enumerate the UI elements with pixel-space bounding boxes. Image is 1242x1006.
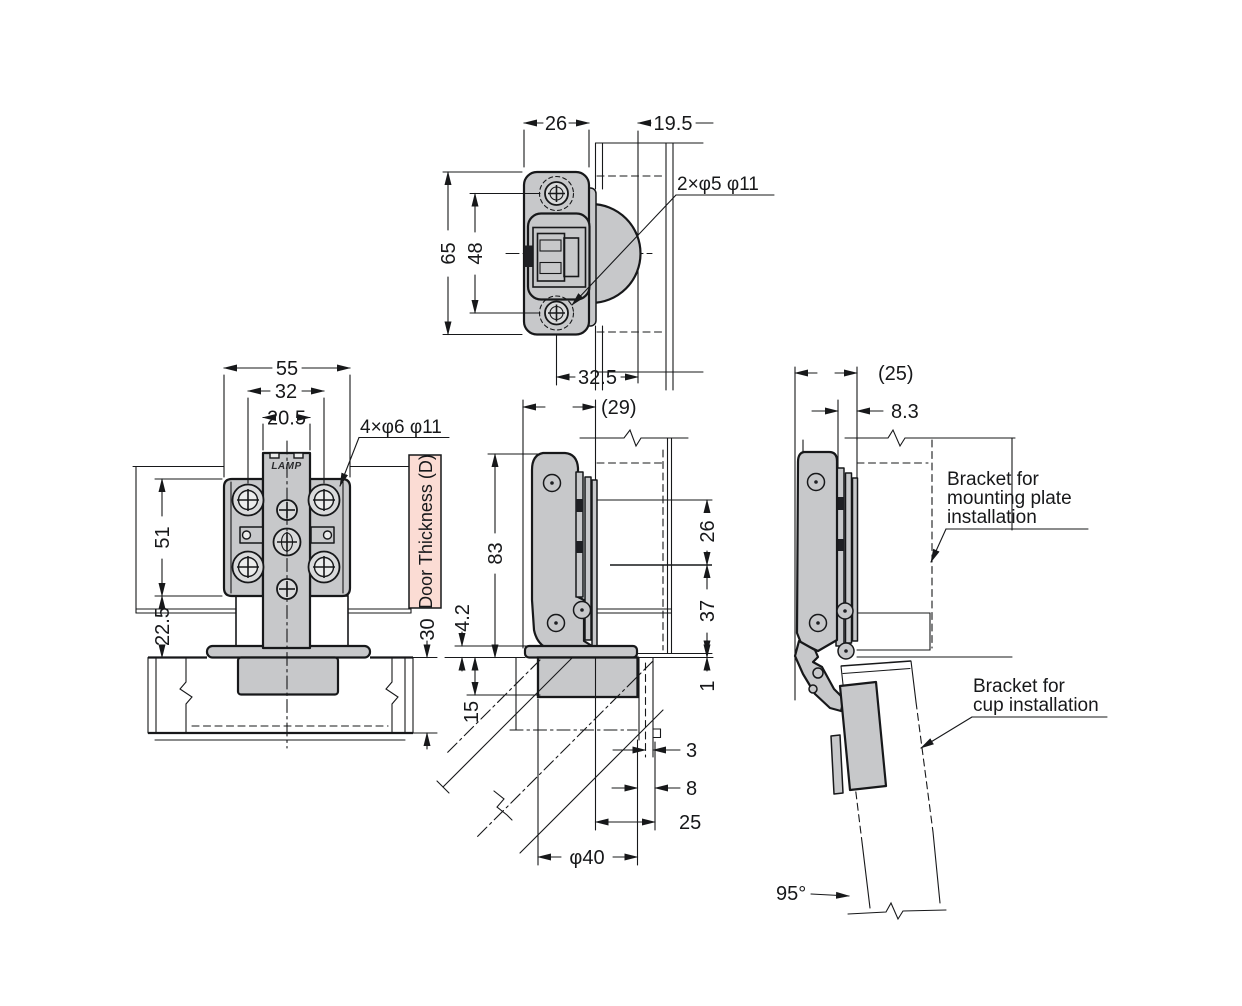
cup-flange-open [830,734,844,795]
dim-side-1: 1 [697,639,719,692]
svg-text:cup installation: cup installation [973,695,1099,716]
side-screws [542,473,592,633]
dim-side-3: 3 [612,740,697,762]
dim-front-22-5: 22.5 [152,595,174,659]
dim-label: 32.5 [578,367,617,389]
dim-side-4-2: 4.2 [452,604,528,672]
svg-text:20.5: 20.5 [267,408,306,430]
dim-open-25: (25) [794,363,914,385]
dim-front-32: 32 [247,381,325,484]
open-cabinet-panel [844,428,1016,658]
plan-screw-bottom [538,295,575,331]
break-mark [847,901,947,921]
dim-front-55: 55 [223,358,351,478]
hole-note-label: 2×φ5 φ11 [677,174,759,195]
dim-side-25: 25 [594,812,701,834]
dim-plan-32-5: 32.5 [555,367,639,389]
svg-text:55: 55 [276,358,298,380]
dim-open-angle: 95° [776,883,850,905]
dim-plan-65: 65 [438,171,523,336]
svg-text:25: 25 [679,812,701,834]
side-cabinet-panel [579,399,713,655]
dim-side-83: 83 [485,453,507,659]
dim-side-29: (29) [487,397,637,649]
cup-open [838,680,888,792]
dim-open-8-3: 8.3 [811,399,919,469]
break-mark [493,790,513,821]
cup-flange-side [523,644,639,659]
svg-text:(25): (25) [878,363,914,385]
plan-view: 26 19.5 65 48 32.5 [438,113,775,391]
open-screws [806,472,855,694]
dim-front-30: 30 [412,618,439,750]
dim-label: 26 [545,113,567,135]
svg-text:95°: 95° [776,883,806,905]
svg-text:8.3: 8.3 [891,401,919,423]
hinge-mechanism-plan [524,212,591,301]
door-section-front [147,656,414,741]
dim-side-8: 8 [611,739,697,866]
dim-side-37: 37 [697,564,719,659]
svg-text:installation: installation [947,507,1037,528]
svg-text:83: 83 [485,542,507,564]
door-surface-side [444,656,714,758]
dim-label: 65 [438,242,460,264]
cup-plan [589,202,642,305]
plan-hole-note: 2×φ5 φ11 [571,174,775,306]
front-view: LAMP 55 32 [132,358,450,750]
dim-plan-48: 48 [465,192,541,314]
break-mark [179,656,193,734]
dim-label: 19.5 [654,113,693,135]
svg-text:32: 32 [275,381,297,403]
svg-text:Door Thickness (D): Door Thickness (D) [416,454,436,609]
svg-text:15: 15 [461,701,483,723]
cup-side [536,656,639,699]
svg-text:4.2: 4.2 [452,604,474,632]
svg-text:4×φ6 φ11: 4×φ6 φ11 [360,417,442,438]
front-screws [231,483,341,600]
svg-text:Bracket for: Bracket for [973,676,1066,697]
front-hole-note: 4×φ6 φ11 [339,417,450,487]
cup-front [236,656,340,696]
dim-side-26: 26 [697,499,719,566]
svg-text:8: 8 [686,778,697,800]
bracket-cup-label: Bracket for cup installation [920,676,1108,749]
open-view: (25) 8.3 [776,363,1108,921]
svg-text:51: 51 [152,526,174,548]
dim-side-dia40: φ40 [537,698,639,869]
dim-plan-26: 26 [523,113,590,168]
dim-side-15: 15 [461,656,541,723]
dim-front-51: 51 [152,478,223,597]
svg-text:mounting plate: mounting plate [947,488,1072,509]
dim-front-20-5: 20.5 [262,408,311,451]
dim-plan-19-5: 19.5 [637,113,714,135]
hinge-arm-open [795,450,839,653]
svg-text:φ40: φ40 [569,847,604,869]
side-view: (29) 83 4.2 15 26 37 [436,397,719,869]
break-mark [385,656,399,734]
brand-logo: LAMP [271,461,301,472]
svg-text:1: 1 [697,680,719,691]
open-door [830,660,947,921]
open-door-projection [436,657,664,854]
svg-text:(29): (29) [601,397,637,419]
bracket-plate-label: Bracket for mounting plate installation [930,469,1089,563]
svg-text:30: 30 [417,618,439,640]
svg-text:Bracket for: Bracket for [947,469,1040,490]
svg-text:3: 3 [686,740,697,762]
svg-text:37: 37 [697,600,719,622]
svg-text:22.5: 22.5 [152,607,174,646]
svg-text:26: 26 [697,520,719,542]
door-thickness-label: Door Thickness (D) [408,454,442,609]
dim-label: 48 [465,242,487,264]
